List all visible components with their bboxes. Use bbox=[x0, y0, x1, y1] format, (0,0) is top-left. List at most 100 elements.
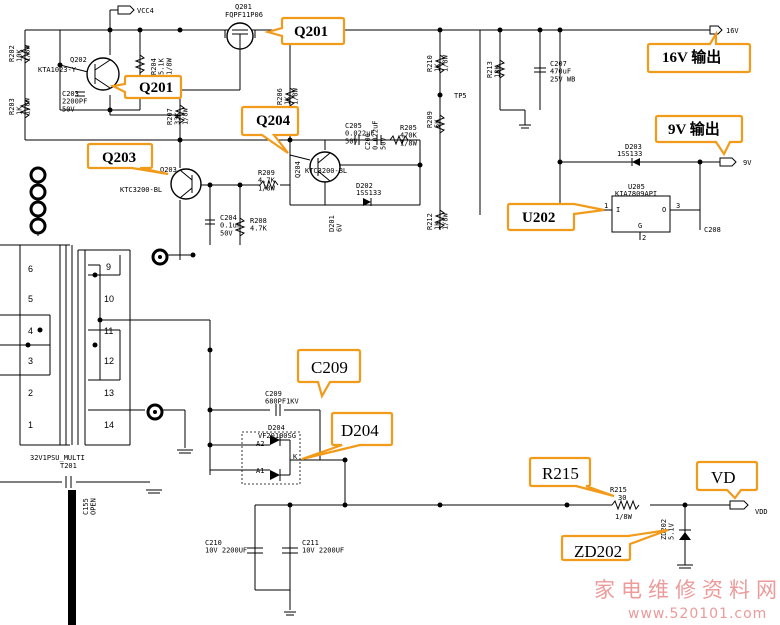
svg-text:VD: VD bbox=[711, 468, 736, 487]
label-u205-ref: U205 bbox=[628, 183, 645, 191]
svg-text:D204: D204 bbox=[341, 421, 379, 440]
svg-text:ZD202: ZD202 bbox=[574, 542, 622, 561]
rotated-labels: R20210K1/8W R2031K1/8W R2045.1K1/8W R207… bbox=[8, 44, 676, 540]
label-q201-part: FQPF11P06 bbox=[225, 11, 263, 19]
label-r215-val: 30 bbox=[618, 494, 626, 502]
label-d203-ref: D203 bbox=[625, 143, 642, 151]
label-u205-part: KIA7809API bbox=[615, 190, 657, 198]
callout-c209: C209 bbox=[296, 348, 362, 399]
svg-text:16V 输出: 16V 输出 bbox=[662, 48, 721, 66]
connector-rings bbox=[29, 166, 47, 236]
label-r209b: R2095K bbox=[426, 111, 442, 128]
label-vcc4: VCC4 bbox=[137, 7, 154, 15]
label-q202-ref: Q202 bbox=[70, 56, 87, 64]
pin-9: 9 bbox=[106, 262, 111, 272]
svg-text:Q201: Q201 bbox=[294, 24, 328, 40]
label-pin-o: O bbox=[662, 206, 666, 214]
label-d203-part: 1SS133 bbox=[617, 150, 642, 158]
transformer-t201 bbox=[0, 244, 131, 446]
label-r204: R2045.1K1/8W bbox=[150, 57, 173, 75]
label-q204-part: KTC3200-BL bbox=[305, 167, 347, 175]
capacitors bbox=[65, 67, 546, 554]
label-16v: 16V bbox=[726, 27, 739, 35]
label-r206: R2061K1/8W bbox=[276, 87, 299, 105]
label-vdd: VDD bbox=[755, 508, 768, 516]
port-vcc4 bbox=[117, 5, 135, 15]
label-pin-2: 2 bbox=[642, 234, 646, 242]
label-c155: C155OPEN bbox=[82, 498, 98, 515]
callout-q201-mid: Q201 bbox=[109, 74, 183, 100]
label-r215-w: 1/8W bbox=[615, 513, 633, 521]
callout-9v-output: 9V 输出 bbox=[654, 114, 744, 157]
svg-text:9V 输出: 9V 输出 bbox=[668, 120, 720, 138]
pin-4: 4 bbox=[28, 326, 33, 336]
label-q203-ref: Q203 bbox=[160, 166, 177, 174]
callout-q201-top: Q201 bbox=[263, 16, 346, 46]
watermark-cn: 家电维修资料网 bbox=[594, 578, 780, 602]
svg-text:Q201: Q201 bbox=[139, 80, 173, 96]
label-q204-ref: Q204 bbox=[294, 161, 302, 178]
label-t201-ref: T201 bbox=[60, 462, 77, 470]
label-tp5: TP5 bbox=[454, 92, 467, 100]
label-d201: D2016V bbox=[328, 215, 344, 232]
label-t201-name: 32V1PSU_MULTI bbox=[30, 454, 85, 462]
label-a1: A1 bbox=[256, 467, 264, 475]
callout-vd: VD bbox=[695, 460, 759, 500]
label-pin-i: I bbox=[616, 206, 620, 214]
label-9v: 9V bbox=[743, 159, 752, 167]
pin-11: 11 bbox=[104, 326, 113, 336]
label-r207: R20733K1/8W bbox=[166, 107, 189, 125]
label-pin-3: 3 bbox=[676, 202, 680, 210]
watermark: 家电维修资料网 www.520101.com bbox=[594, 578, 780, 622]
pin-10: 10 bbox=[104, 294, 114, 304]
label-q203-part: KTC3200-BL bbox=[120, 186, 162, 194]
label-pin-1: 1 bbox=[604, 202, 608, 210]
svg-text:C209: C209 bbox=[311, 358, 348, 377]
pin-2: 2 bbox=[28, 388, 33, 398]
port-9v bbox=[719, 157, 737, 167]
label-c206: C2060.022uF50V bbox=[364, 120, 387, 150]
label-r210: R2101K1/8W bbox=[426, 54, 449, 72]
callout-r215: R215 bbox=[528, 456, 615, 498]
svg-text:R215: R215 bbox=[542, 464, 579, 483]
label-c208: C208 bbox=[704, 226, 721, 234]
transistor-q202 bbox=[86, 57, 120, 91]
svg-text:U202: U202 bbox=[522, 210, 555, 226]
pin-14: 14 bbox=[104, 420, 114, 430]
regulator-u205 bbox=[611, 195, 671, 233]
callout-q203: Q203 bbox=[86, 142, 169, 176]
transistor-q203 bbox=[170, 168, 202, 200]
label-r202: R20210K1/8W bbox=[8, 44, 31, 62]
callout-q204: Q204 bbox=[240, 105, 300, 154]
label-k: K bbox=[293, 453, 298, 461]
port-16v bbox=[709, 25, 723, 35]
label-q202-part: KTA1023-Y bbox=[38, 66, 77, 74]
label-r213: R21318K bbox=[486, 61, 502, 78]
label-d204-part: VF20100SG bbox=[258, 432, 296, 440]
pin-13: 13 bbox=[104, 388, 114, 398]
callout-zd202: ZD202 bbox=[560, 528, 669, 562]
label-r215-ref: R215 bbox=[610, 486, 627, 494]
resistors bbox=[19, 44, 640, 511]
svg-text:Q204: Q204 bbox=[256, 113, 291, 129]
port-vdd bbox=[729, 500, 749, 510]
pin-1: 1 bbox=[28, 420, 33, 430]
label-a2: A2 bbox=[256, 440, 264, 448]
pin-5: 5 bbox=[28, 294, 33, 304]
transistor-q204 bbox=[309, 151, 341, 183]
label-pin-g: G bbox=[638, 222, 642, 230]
watermark-url: www.520101.com bbox=[628, 606, 767, 622]
label-d204-ref: D204 bbox=[268, 424, 285, 432]
label-r212: R2121K1/8W bbox=[426, 212, 449, 230]
label-r203: R2031K1/8W bbox=[8, 97, 31, 115]
